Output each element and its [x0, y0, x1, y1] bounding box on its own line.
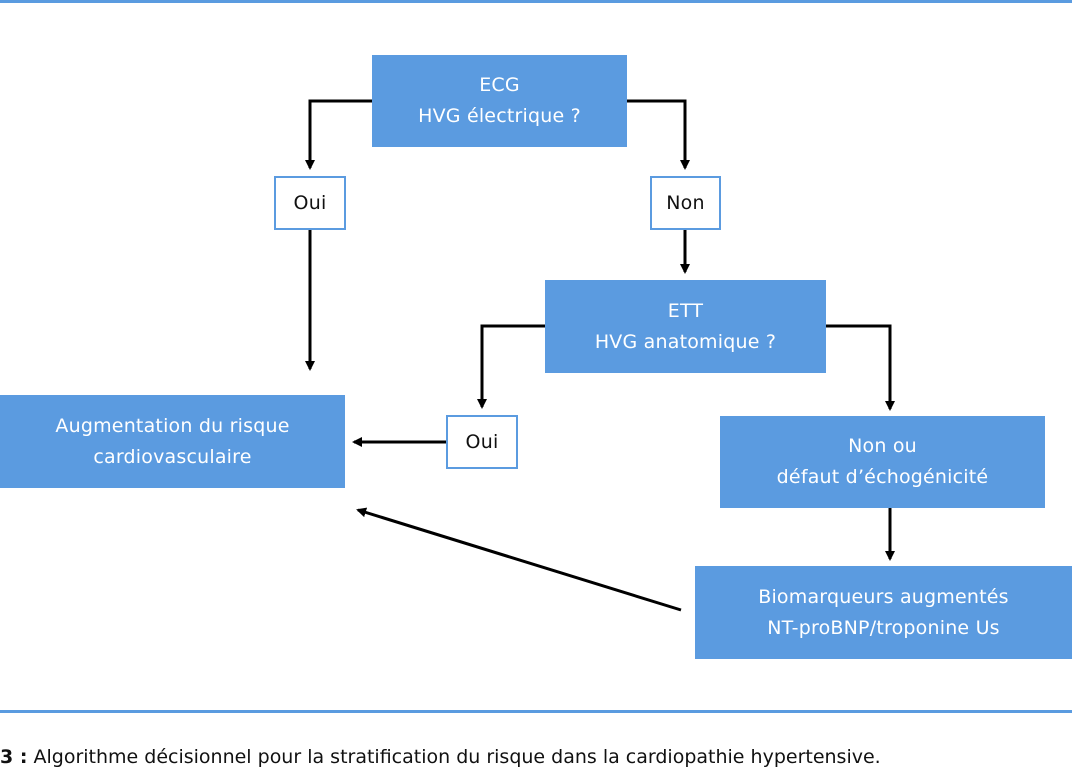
non-defaut-box: Non ou défaut d’échogénicité — [720, 416, 1045, 508]
oui-top-box: Oui — [274, 176, 346, 230]
non-top-box: Non — [650, 176, 721, 230]
risque-line1: Augmentation du risque — [55, 414, 290, 437]
biomarqueurs-line1: Biomarqueurs augmentés — [758, 585, 1009, 608]
non-defaut-line2: défaut d’échogénicité — [776, 466, 989, 488]
arrow-biomarqueurs-to-risque — [356, 507, 682, 612]
ett-title: ETT — [667, 299, 704, 322]
biomarqueurs-line2: NT-proBNP/troponine Us — [767, 616, 1000, 639]
ett-box: ETT HVG anatomique ? — [545, 280, 826, 373]
non-defaut-line1: Non ou — [848, 435, 917, 457]
arrow-ett-to-non-defaut — [826, 324, 895, 411]
arrow-ecg-to-oui — [305, 99, 372, 170]
ecg-question: HVG électrique ? — [418, 105, 581, 127]
bottom-rule — [0, 710, 1072, 713]
caption-number: 3 : — [0, 746, 28, 768]
arrow-ett-to-oui — [477, 324, 545, 409]
ecg-box: ECG HVG électrique ? — [372, 55, 627, 147]
caption-text: Algorithme décisionnel pour la stratific… — [27, 746, 881, 768]
figure-caption: 3 : Algorithme décisionnel pour la strat… — [0, 744, 1072, 770]
arrow-ecg-to-non — [627, 99, 690, 170]
risque-box: Augmentation du risque cardiovasculaire — [0, 395, 345, 488]
non-top-label: Non — [666, 191, 705, 214]
oui-mid-box: Oui — [446, 415, 518, 469]
ett-question: HVG anatomique ? — [594, 330, 777, 353]
risque-line2: cardiovasculaire — [93, 445, 252, 468]
ecg-title: ECG — [479, 74, 520, 96]
top-rule — [0, 0, 1072, 3]
oui-mid-label: Oui — [465, 430, 499, 453]
biomarqueurs-box: Biomarqueurs augmentés NT-proBNP/troponi… — [695, 566, 1072, 659]
oui-top-label: Oui — [293, 191, 327, 214]
